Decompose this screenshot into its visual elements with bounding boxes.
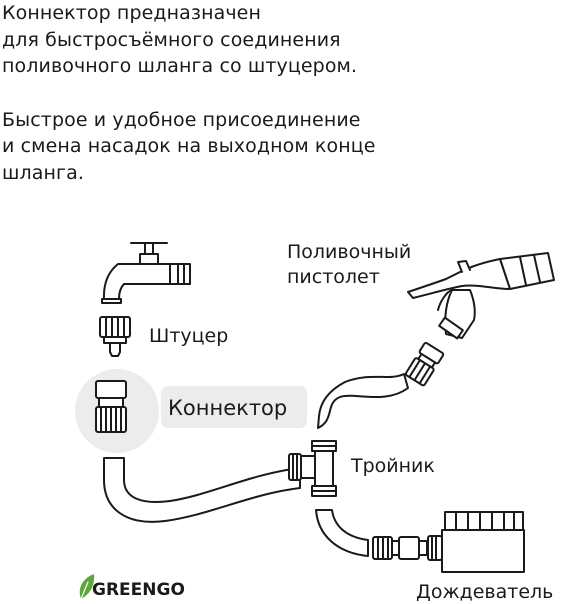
fitting-icon: [99, 316, 131, 357]
spray-gun-label-line-1: Поливочный: [287, 241, 411, 263]
intro-line-6: шланга.: [2, 161, 84, 184]
intro-text: Коннектор предназначен для быстросъёмног…: [2, 0, 562, 213]
tee-label: Тройник: [350, 455, 435, 477]
connector-label-highlight: [161, 386, 307, 428]
brand-name: GREENGO: [92, 580, 185, 600]
connector-icon: [95, 380, 127, 433]
greengo-logo: GREENGO: [79, 574, 185, 600]
intro-paragraph-2: Быстрое и удобное присоединение и смена …: [2, 107, 562, 187]
faucet-icon: [101, 242, 191, 304]
sprinkler-label: Дождеватель: [416, 581, 553, 603]
intro-line-1: Коннектор предназначен: [2, 2, 261, 24]
gun-hose: [317, 373, 409, 429]
connector-label: Коннектор: [168, 396, 287, 420]
gun-connector-icon: [404, 341, 445, 387]
intro-line-3: поливочного шланга со штуцером.: [2, 55, 358, 77]
intro-line-4: Быстрое и удобное присоединение: [2, 108, 361, 131]
spray-gun-label-line-2: пистолет: [287, 266, 380, 288]
intro-paragraph-1: Коннектор предназначен для быстросъёмног…: [2, 0, 562, 80]
fitting-label: Штуцер: [149, 325, 228, 347]
sprinkler-connector-icon: [372, 536, 428, 560]
intro-line-5: и смена насадок на выходном конце: [2, 135, 376, 157]
sprinkler-icon: [427, 511, 525, 573]
spray-gun-icon: [407, 252, 555, 340]
sprinkler-hose: [315, 509, 369, 557]
main-hose: [103, 457, 301, 523]
tee-icon: [288, 440, 337, 497]
intro-line-2: для быстросъёмного соединения: [2, 28, 341, 51]
